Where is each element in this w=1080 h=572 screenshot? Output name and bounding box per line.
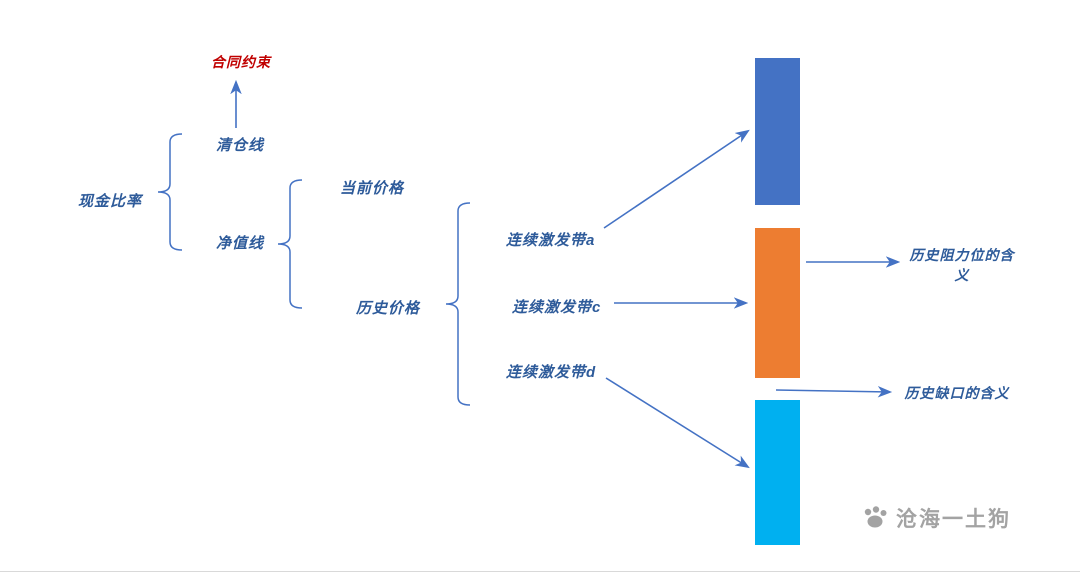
bar-blue [755,58,800,205]
node-current-price: 当前价格 [340,180,405,197]
bar-cyan [755,400,800,545]
arrow-band-a [603,129,750,229]
node-historical-price: 历史价格 [356,300,421,317]
node-cash-ratio: 现金比率 [78,193,143,210]
brace-net-value [277,179,303,309]
node-band-a: 连续激发带a [506,232,596,249]
node-liquidation-line: 清仓线 [216,137,265,154]
arrow-band-d [605,377,750,469]
bar-orange [755,228,800,378]
node-gap-meaning: 历史缺口的含义 [904,385,1010,401]
node-resistance-meaning: 历史阻力位的含义 [909,247,1015,284]
node-band-d: 连续激发带d [506,364,597,381]
dog-paw-icon [864,506,887,528]
brace-historical-price [445,202,471,406]
node-net-value-line: 净值线 [216,235,265,252]
watermark: 沧海一土狗 [860,503,1011,533]
brace-cash-ratio [157,133,183,251]
arrow-gap [775,386,893,398]
node-band-c: 连续激发带c [512,299,602,316]
node-contract-constraint: 合同约束 [211,54,271,70]
watermark-text: 沧海一土狗 [896,508,1011,531]
